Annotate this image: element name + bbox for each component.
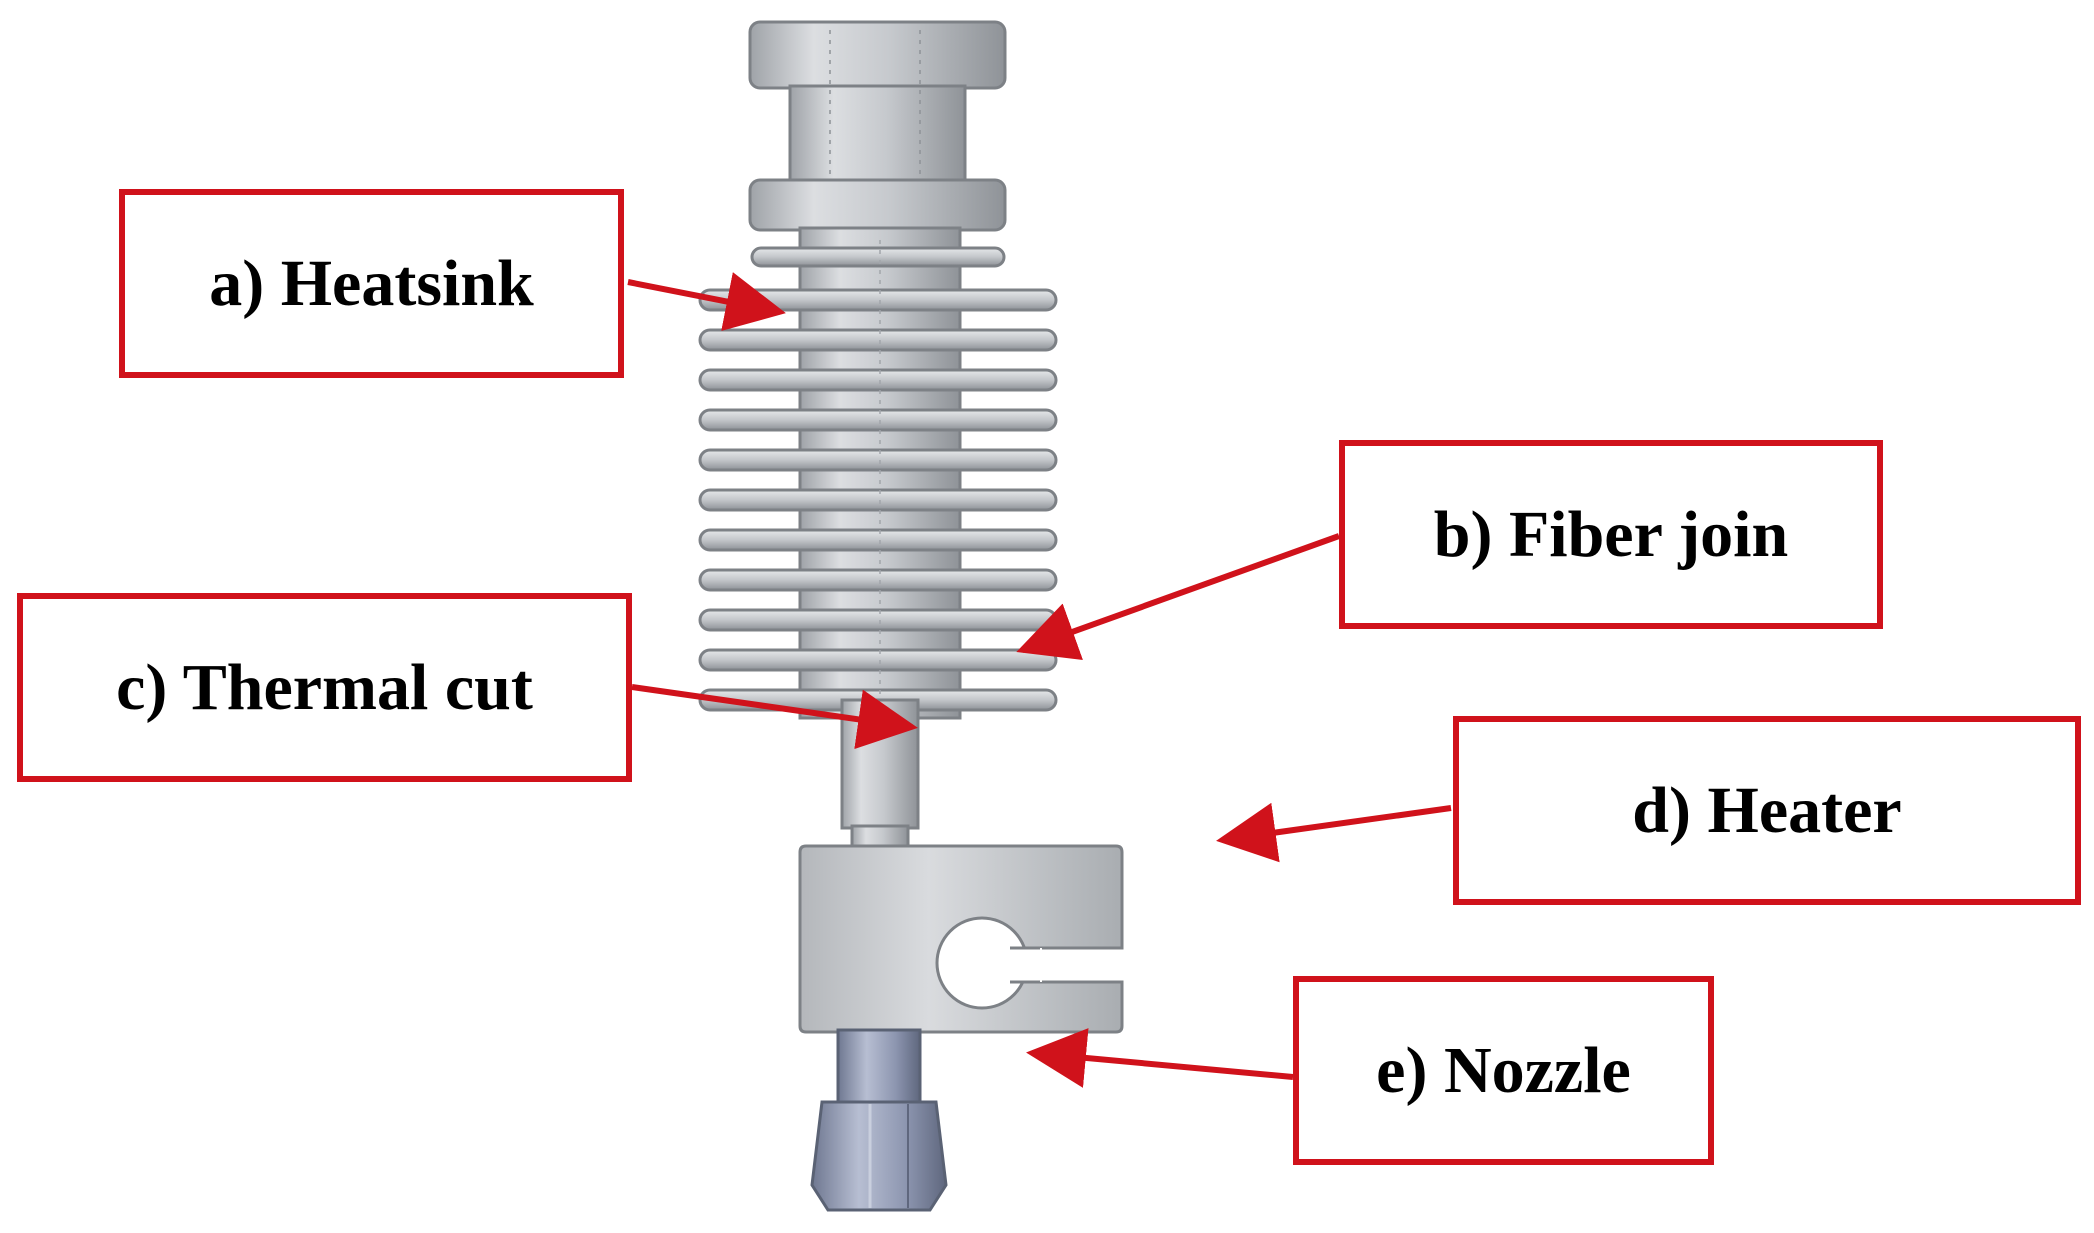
- label-box-heater: d) Heater: [1453, 716, 2081, 905]
- label-box-heatsink: a) Heatsink: [119, 189, 624, 378]
- label-box-nozzle: e) Nozzle: [1293, 976, 1714, 1165]
- label-box-thermal-cut: c) Thermal cut: [17, 593, 632, 782]
- pointer-arrows: [627, 272, 1452, 1088]
- heatsink-fin: [698, 288, 1058, 312]
- heatsink-fin: [698, 368, 1058, 392]
- heatsink-fin: [698, 608, 1058, 632]
- label-fiber-join: b) Fiber join: [1433, 497, 1789, 571]
- heatsink-fins: [698, 246, 1058, 712]
- groove-mount: [748, 20, 1007, 232]
- heatsink-fin: [698, 328, 1058, 352]
- heatsink: [698, 226, 1058, 720]
- arrow-heatsink: [627, 272, 786, 331]
- nozzle: [810, 1028, 948, 1212]
- label-heater: d) Heater: [1632, 773, 1902, 847]
- arrow-thermal-cut: [631, 684, 918, 750]
- heater-block: [798, 844, 1124, 1034]
- arrow-nozzle: [1026, 1028, 1294, 1088]
- arrow-heater: [1216, 802, 1452, 863]
- label-heatsink: a) Heatsink: [209, 246, 534, 320]
- heatsink-fin: [750, 246, 1006, 268]
- label-nozzle: e) Nozzle: [1376, 1033, 1631, 1107]
- heatsink-fin: [698, 568, 1058, 592]
- heatsink-fin: [698, 528, 1058, 552]
- heatsink-fin: [698, 648, 1058, 672]
- label-thermal-cut: c) Thermal cut: [116, 650, 533, 724]
- heatsink-fin: [698, 448, 1058, 472]
- heatsink-fin: [698, 408, 1058, 432]
- arrow-fiber-join: [1016, 533, 1341, 660]
- label-box-fiber-join: b) Fiber join: [1339, 440, 1883, 629]
- heatsink-fin: [698, 488, 1058, 512]
